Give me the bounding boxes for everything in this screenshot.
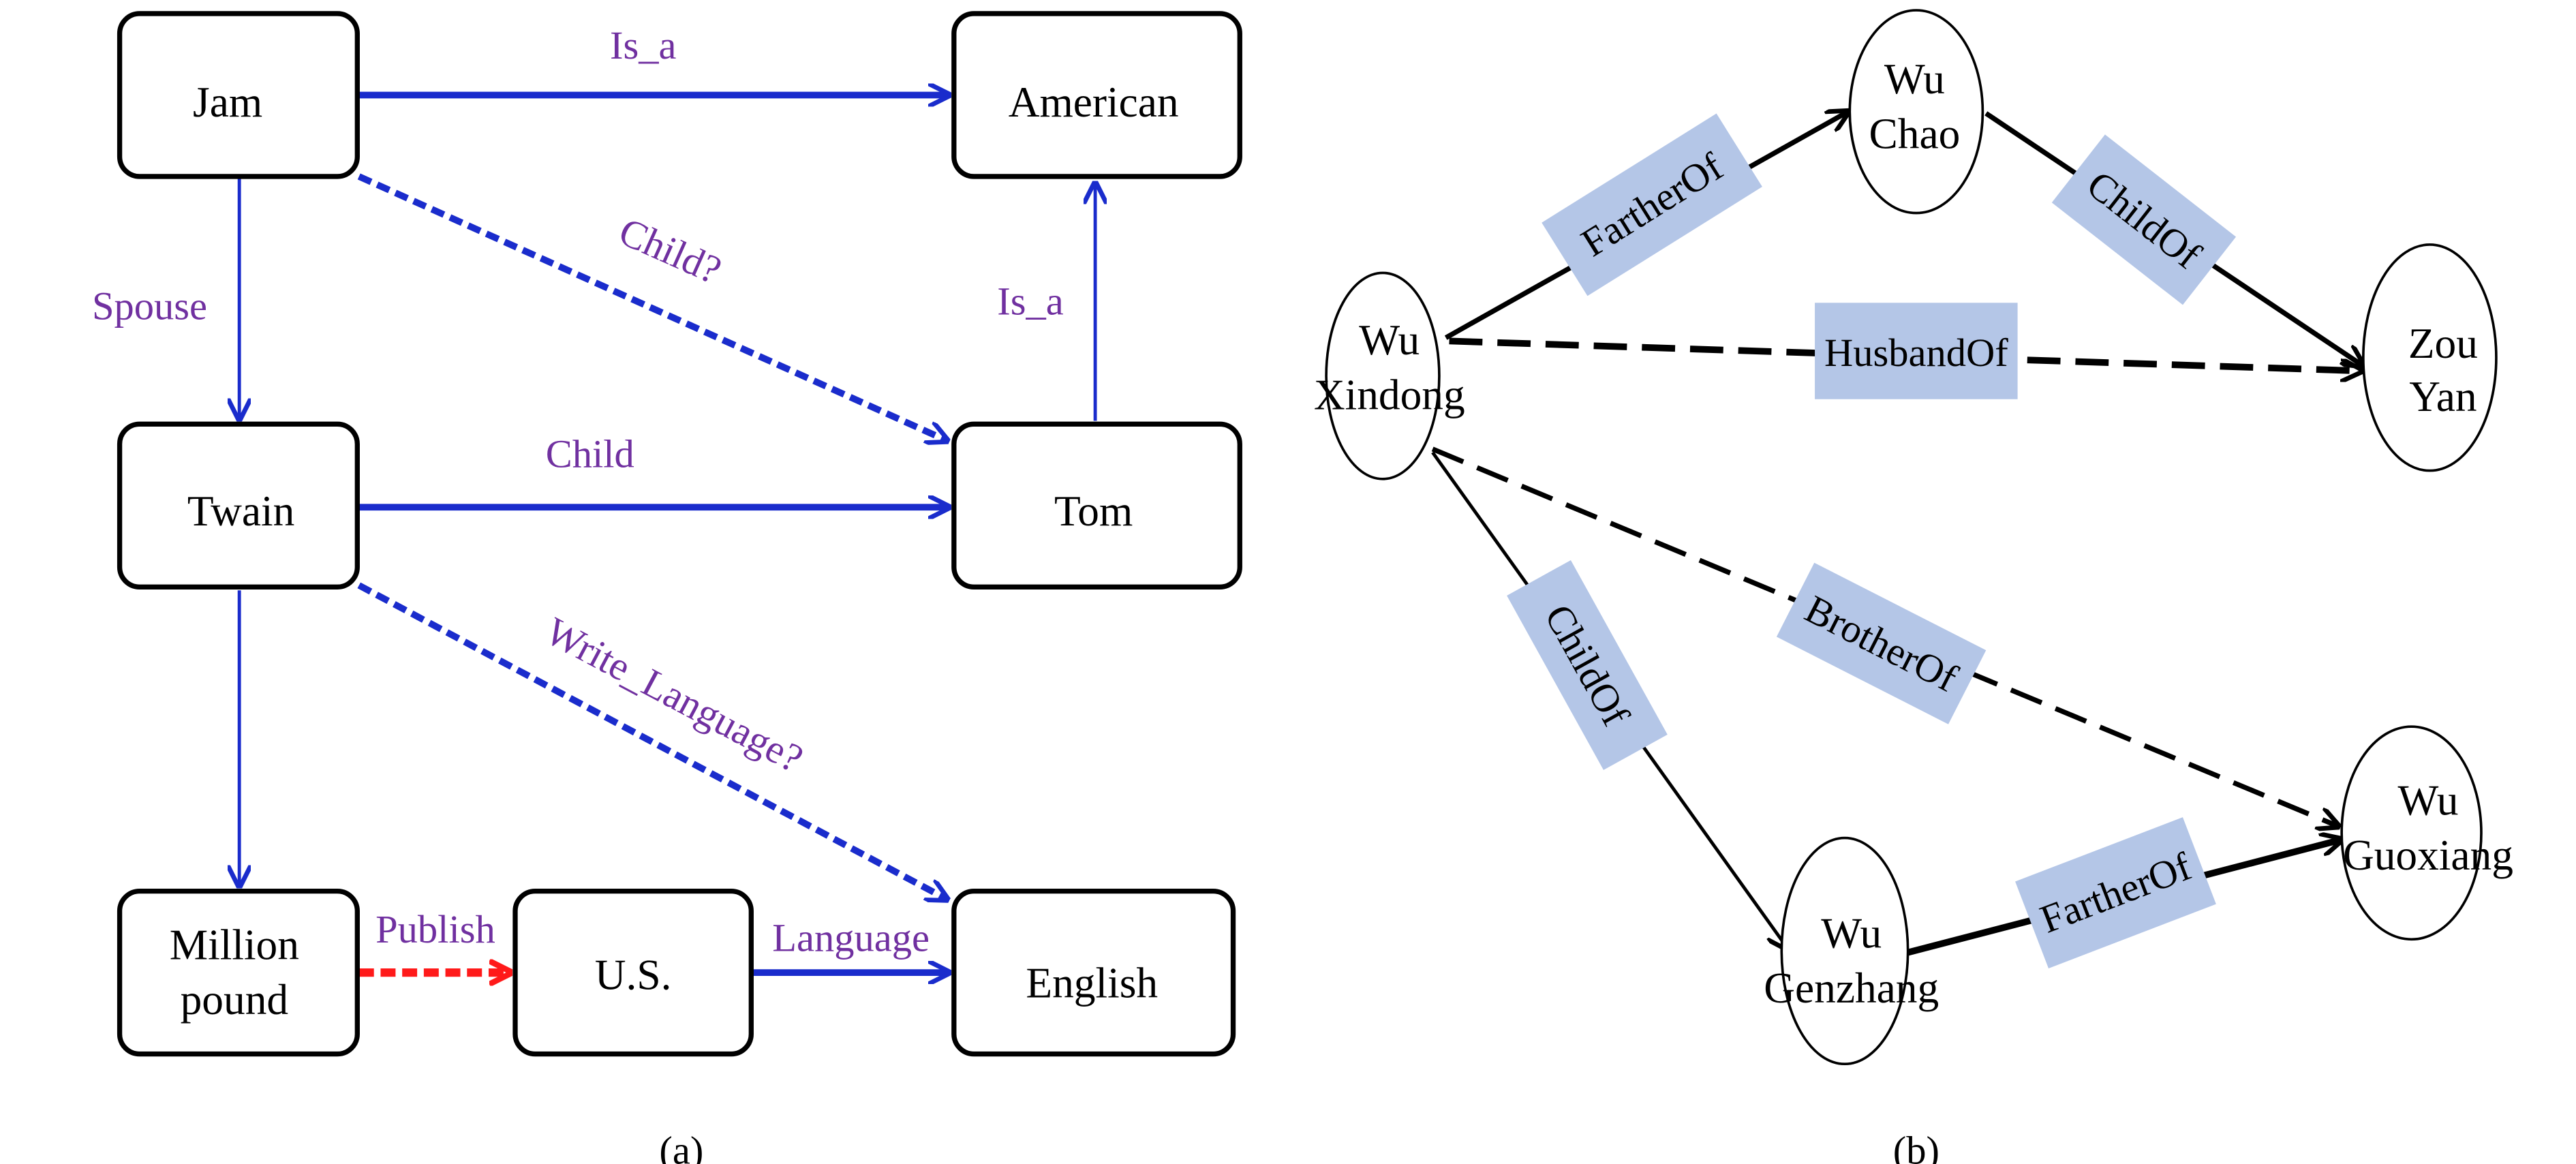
label-xindong-zouyan: HusbandOf (1815, 303, 2018, 399)
node-jam: Jam (117, 11, 360, 179)
node-million-pound-label-line2: pound (181, 976, 288, 1024)
node-wu-chao-line1: Wu (1884, 55, 1945, 103)
edge-twain-english (357, 582, 947, 900)
label-xindong-zouyan-text: HusbandOf (1824, 331, 2008, 375)
label-twain-english: Write_Language? (538, 609, 810, 781)
node-wu-guoxiang: Wu Guoxiang (2340, 725, 2513, 941)
node-english: English (951, 888, 1236, 1057)
node-us: U.S. (512, 888, 754, 1057)
label-twain-tom: Child (546, 432, 634, 476)
node-twain-label: Twain (187, 487, 295, 535)
node-zou-yan-line1: Zou (2408, 320, 2478, 367)
node-tom-label: Tom (1054, 487, 1133, 535)
node-wu-chao: Wu Chao (1848, 9, 1984, 215)
node-wu-xindong: Wu Xindong (1314, 271, 1465, 480)
label-xindong-guoxiang: BrotherOf (1776, 562, 1987, 724)
node-million-pound-label-line1: Million (170, 921, 299, 969)
caption-b: (b) (1893, 1129, 1939, 1164)
label-xindong-genzhang: ChildOf (1507, 560, 1668, 770)
node-us-label: U.S. (595, 951, 672, 998)
label-jam-american: Is_a (610, 23, 677, 67)
label-xindong-chao: FartherOf (1542, 113, 1762, 296)
node-jam-label: Jam (193, 78, 262, 126)
node-million-pound: Million pound (117, 888, 360, 1057)
label-genzhang-guoxiang: FartherOf (2015, 817, 2216, 968)
label-tom-american: Is_a (997, 279, 1064, 323)
node-wu-genzhang-line1: Wu (1821, 910, 1882, 958)
label-us-english: Language (772, 915, 930, 960)
node-wu-xindong-line1: Wu (1359, 316, 1420, 364)
node-wu-xindong-line2: Xindong (1314, 371, 1465, 418)
caption-a: (a) (659, 1129, 703, 1164)
label-jam-tom: Child? (613, 209, 728, 293)
label-jam-twain: Spouse (92, 284, 207, 328)
node-zou-yan-line2: Yan (2409, 373, 2477, 420)
label-million-us: Publish (375, 907, 495, 951)
node-wu-chao-line2: Chao (1869, 110, 1960, 157)
node-wu-genzhang-line2: Genzhang (1764, 964, 1939, 1012)
node-tom: Tom (951, 421, 1242, 589)
panel-b: FartherOf ChildOf HusbandOf BrotherOf Ch… (1314, 9, 2513, 1164)
node-wu-genzhang: Wu Genzhang (1764, 836, 1939, 1066)
node-wu-guoxiang-line2: Guoxiang (2343, 831, 2513, 879)
node-english-label: English (1026, 960, 1158, 1007)
panel-a: Jam American Twain Tom Million pound U.S… (92, 11, 1242, 1164)
edge-jam-tom (357, 173, 947, 441)
node-american: American (951, 11, 1242, 179)
node-twain: Twain (117, 421, 360, 589)
node-wu-guoxiang-line1: Wu (2397, 776, 2458, 824)
node-american-label: American (1009, 78, 1179, 126)
label-chao-zouyan: ChildOf (2051, 134, 2237, 305)
node-zou-yan: Zou Yan (2362, 243, 2498, 472)
